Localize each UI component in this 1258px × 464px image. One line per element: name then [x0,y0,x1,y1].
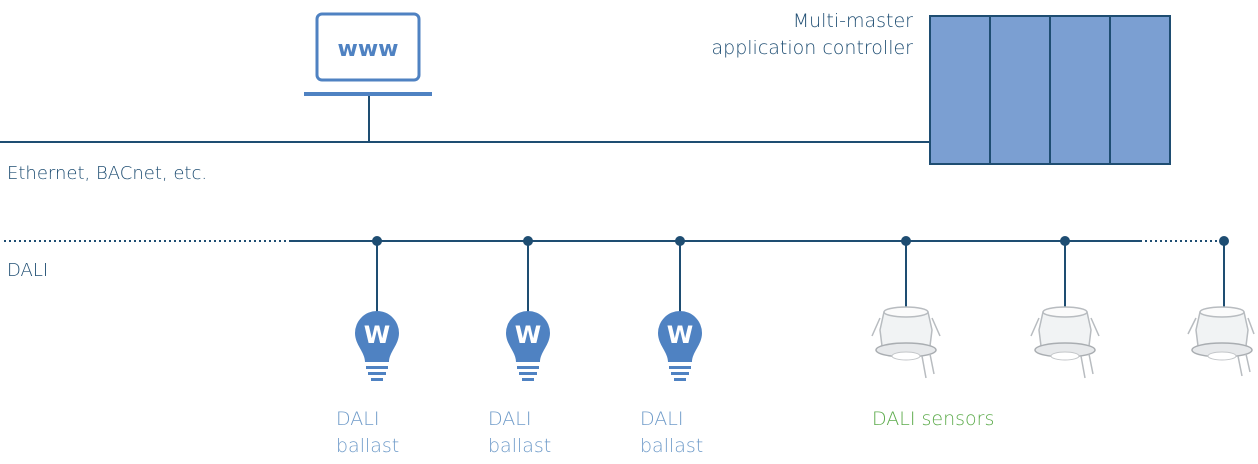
lightbulb-icon: W [355,311,399,381]
controller-label-line1: Multi-master [792,10,913,32]
svg-text:W: W [515,321,541,349]
laptop-icon: www [304,12,432,96]
ceiling-sensor-icon [871,306,941,379]
bus-node [1060,236,1070,246]
bus-node [1219,236,1229,246]
sensors-label: DALI sensors [872,408,995,430]
lightbulb-icon: W [506,311,550,381]
ceiling-sensor-icon [1030,306,1100,379]
controller-label: Multi-master application controller [712,8,914,62]
bus-node [523,236,533,246]
svg-text:W: W [364,321,390,349]
ethernet-label: Ethernet, BACnet, etc. [7,163,208,184]
ceiling-sensor-icon [1187,306,1255,377]
bus-node [372,236,382,246]
laptop-screen-text: www [338,37,399,62]
svg-text:W: W [667,321,693,349]
bus-node [675,236,685,246]
ballast-label: DALI ballast [336,408,400,457]
ballast-label: DALI ballast [488,408,552,457]
lightbulb-icon: W [658,311,702,381]
bus-nodes [372,236,1229,312]
controller-block [929,15,1171,165]
ballast-label: DALI ballast [640,408,704,457]
bus-node [901,236,911,246]
dali-bus-label: DALI [7,260,49,281]
controller-label-line2: application controller [711,37,914,59]
